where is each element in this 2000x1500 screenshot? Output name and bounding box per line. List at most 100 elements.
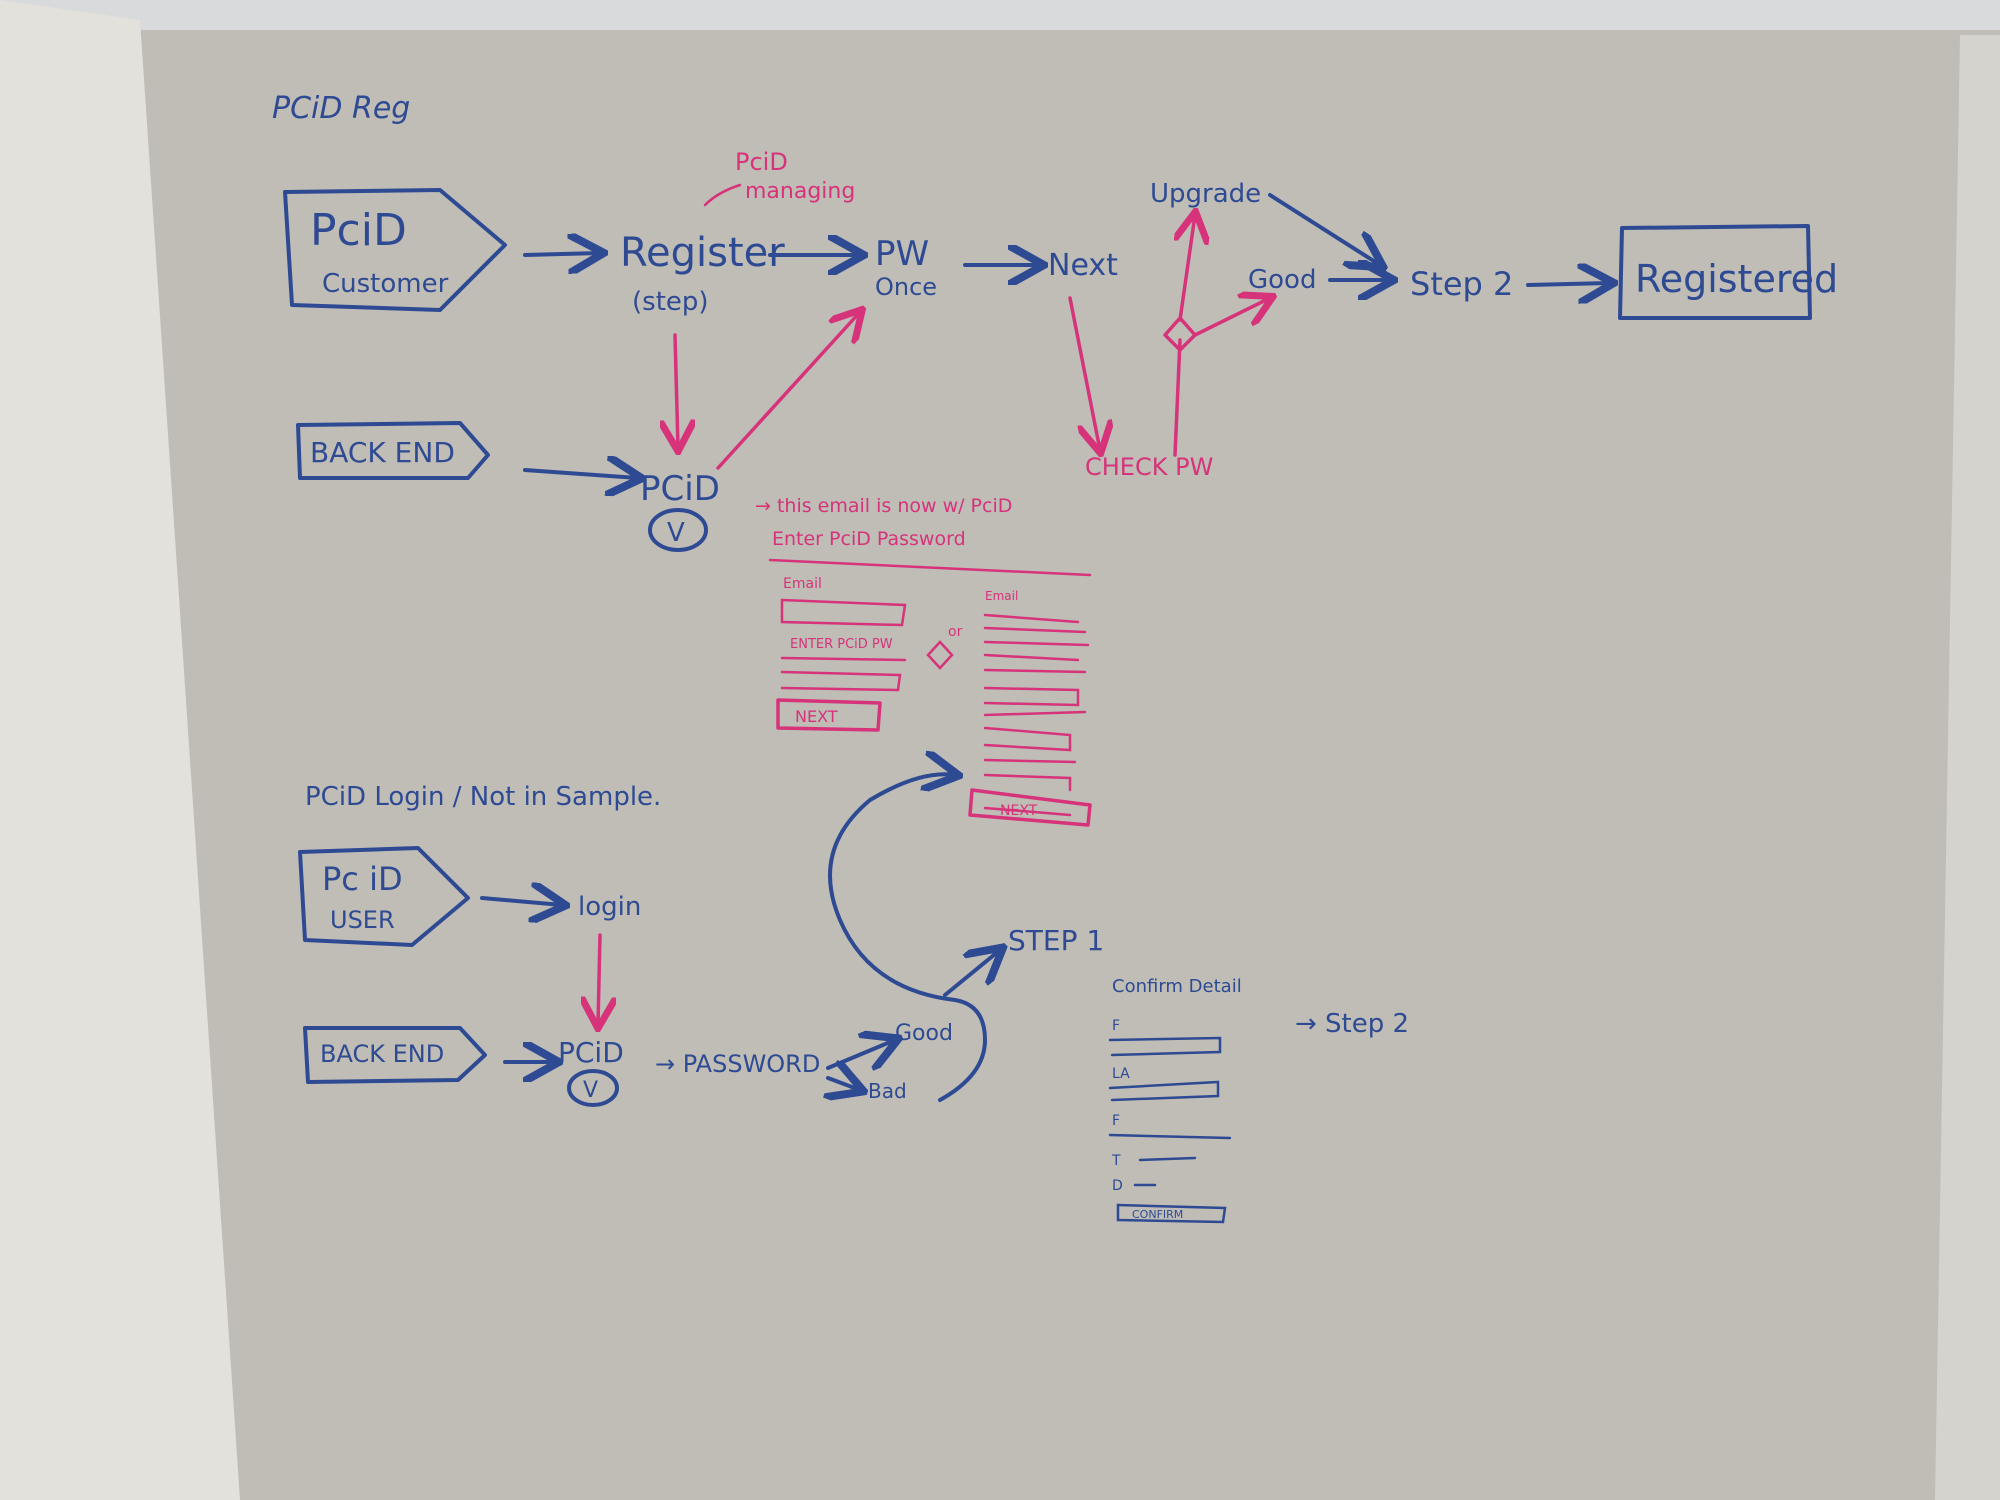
wf-right-next-label: NEXT: [1000, 803, 1038, 819]
decision-diamond: [1163, 316, 1197, 352]
step2-label-2: → Step 2: [1295, 1009, 1409, 1039]
arrow-decision-upgrade: [1180, 215, 1195, 322]
pcid-managing-line2: managing: [745, 179, 855, 204]
cd-confirm-button: [1116, 1203, 1227, 1224]
arrow-step2-registered: [1526, 283, 1610, 285]
login-label: login: [578, 892, 641, 922]
window-strip: [0, 0, 2000, 30]
wf-right-line-7: [983, 758, 1077, 764]
wf-right-line-8: [983, 806, 1072, 817]
next-label: Next: [1048, 248, 1118, 283]
backend-node-1: BACK END: [296, 421, 490, 480]
pcid-customer-node: PciD Customer: [283, 188, 507, 312]
note-divider: [768, 558, 1092, 577]
pcid-managing-pointer: [703, 183, 742, 207]
wf-right-line-2: [983, 626, 1087, 634]
wf-left-email-field: [780, 598, 907, 627]
cd-label-last: LA: [1112, 1066, 1130, 1082]
wf-or-diamond: [926, 640, 954, 670]
wf-right-line-4: [983, 653, 1080, 662]
pw-label: PW: [875, 234, 929, 274]
wireframe-left: Email ENTER PCiD PW NEXT: [776, 576, 907, 732]
cd-confirm-label: CONFIRM: [1132, 1208, 1183, 1221]
cd-field-last: [1108, 1080, 1220, 1102]
register-label: Register: [620, 230, 785, 276]
backend-node-2: BACK END: [303, 1026, 487, 1084]
password-label: → PASSWORD: [655, 1050, 820, 1078]
section2-title: PCiD Login / Not in Sample.: [305, 782, 661, 812]
upgrade-label: Upgrade: [1150, 179, 1261, 209]
wf-right-line-6: [983, 710, 1087, 717]
pcid-managing-line1: PciD: [735, 148, 788, 176]
arrow-customer-register: [523, 253, 600, 255]
wf-right-line-1: [983, 613, 1080, 624]
left-board-panel: [0, 0, 240, 1500]
register-step-label: (step): [632, 287, 709, 317]
cd-label-4: T: [1111, 1153, 1121, 1169]
arrow-pcid-pw: [716, 312, 860, 470]
step2-label: Step 2: [1410, 265, 1513, 303]
curve-bad-to-wireframe: [828, 774, 987, 1102]
wf-left-pw-field: [780, 670, 902, 692]
cd-line-4: [1138, 1156, 1197, 1162]
good-label: Good: [1248, 265, 1316, 295]
wf-right-next-button: [968, 788, 1092, 827]
customer-line2: Customer: [322, 269, 449, 299]
pcid-label-2: PCiD: [558, 1036, 624, 1069]
check-pw-label: CHECK PW: [1085, 453, 1213, 481]
right-board-panel: [1935, 35, 2000, 1500]
cd-label-5: D: [1112, 1178, 1123, 1194]
line-checkpw-decision: [1173, 338, 1182, 457]
verified-mark-1: V: [667, 518, 685, 548]
wireframe-right: Email NEXT: [968, 589, 1092, 827]
arrow-register-pcid: [675, 333, 678, 448]
wf-left-pw-line1: [780, 656, 907, 662]
backend-label-2: BACK END: [320, 1040, 444, 1068]
section1-title: PCiD Reg: [272, 91, 410, 126]
cd-label-first: F: [1112, 1018, 1120, 1034]
arrow-login-pcid: [598, 933, 600, 1025]
good-label-2: Good: [895, 1021, 953, 1046]
wf-right-field-2: [983, 726, 1072, 752]
once-label: Once: [875, 273, 937, 301]
customer-line1: PciD: [310, 205, 407, 256]
wf-left-pw-label: ENTER PCiD PW: [790, 637, 893, 652]
cd-line-3: [1108, 1133, 1232, 1140]
wf-or-label: or: [948, 624, 963, 640]
cd-field-first: [1108, 1036, 1222, 1057]
wf-left-next-button: [776, 698, 882, 732]
confirm-title: Confirm Detail: [1112, 976, 1242, 997]
wf-left-next-label: NEXT: [795, 707, 838, 726]
wf-right-field-1: [983, 686, 1080, 707]
wf-left-email-label: Email: [783, 576, 822, 592]
registered-node: Registered: [1618, 224, 1838, 320]
wf-right-line-5: [983, 668, 1087, 674]
backend-label-1: BACK END: [310, 436, 455, 469]
wf-right-line-3: [983, 640, 1090, 647]
confirm-wireframe: F LA F T D CONFIRM: [1108, 1018, 1232, 1224]
arrow-password-bad: [828, 1078, 860, 1090]
bad-label: Bad: [868, 1079, 907, 1103]
email-note-line2: Enter PciD Password: [772, 528, 966, 550]
arrow-good-step1: [943, 950, 1000, 997]
arrow-upgrade-step2: [1268, 193, 1380, 265]
pcid-user-node: Pc iD USER: [298, 846, 470, 947]
email-note-line1: → this email is now w/ PciD: [755, 495, 1012, 517]
cd-label-3: F: [1112, 1113, 1120, 1129]
arrow-next-checkpw: [1068, 296, 1100, 450]
verified-mark-2: V: [583, 1078, 598, 1103]
registered-label: Registered: [1635, 257, 1838, 301]
arrow-user-login: [480, 898, 562, 905]
pcid-label-1: PCiD: [640, 469, 720, 509]
arrow-backend-pcid: [523, 470, 638, 478]
user-line1: Pc iD: [322, 860, 403, 898]
wf-right-email-label: Email: [985, 589, 1018, 603]
verified-circle-2: [567, 1069, 619, 1107]
arrow-decision-good: [1193, 298, 1270, 337]
wf-right-field-3: [983, 773, 1072, 792]
verified-circle-1: [648, 508, 708, 552]
step1-label: STEP 1: [1008, 924, 1104, 957]
user-line2: USER: [330, 906, 395, 934]
